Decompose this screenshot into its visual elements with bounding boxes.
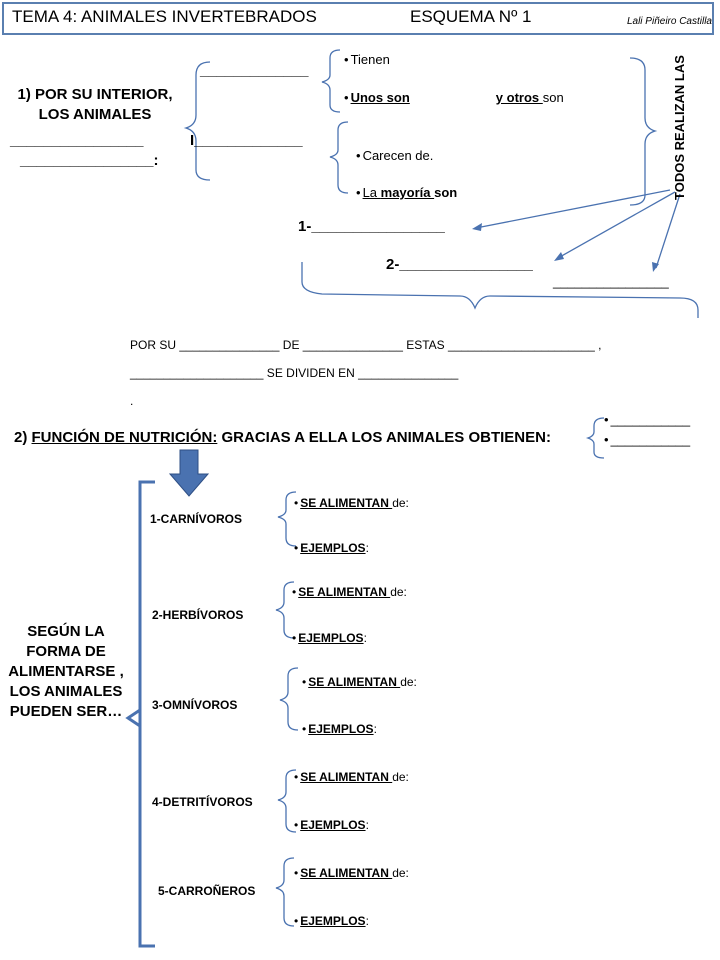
examples-rest: : <box>365 818 369 832</box>
tienen-text: Tienen <box>350 52 390 67</box>
section1-heading-line1: 1) POR SU INTERIOR, <box>17 86 173 103</box>
feeding-label-line: SEGÚN LA <box>27 623 105 640</box>
examples-label: EJEMPLOS <box>298 631 364 645</box>
son2-text: son <box>434 185 458 200</box>
sentence-line1: POR SU _______________ DE ______________… <box>130 338 602 352</box>
feed-label: SE ALIMENTAN <box>300 496 393 510</box>
section2-rest: GRACIAS A ELLA LOS ANIMALES OBTIENEN: <box>217 429 551 446</box>
feed-rest: de: <box>392 496 409 510</box>
group-name: 1-CARNÍVOROS <box>150 512 243 526</box>
feeding-label-line: FORMA DE <box>26 643 106 660</box>
group-feed: SE ALIMENTAN de: <box>294 496 409 510</box>
feeding-label-line: PUEDEN SER… <box>9 703 123 720</box>
item-1: 1-________________ <box>298 218 445 235</box>
group-name: 5-CARROÑEROS <box>158 884 256 898</box>
group-feed: SE ALIMENTAN de: <box>294 866 409 880</box>
examples-label: EJEMPLOS <box>300 541 366 555</box>
feed-label: SE ALIMENTAN <box>308 675 401 689</box>
son-text: son <box>542 90 564 105</box>
examples-rest: : <box>363 631 367 645</box>
examples-label: EJEMPLOS <box>300 914 366 928</box>
examples-rest: : <box>365 541 369 555</box>
feed-rest: de: <box>390 585 407 599</box>
item-3: ________________ <box>553 274 669 289</box>
la-text: La <box>362 185 381 200</box>
feed-rest: de: <box>392 866 409 880</box>
y-otros-text: y otros <box>495 90 543 105</box>
item-2: 2-________________ <box>386 256 533 273</box>
header-box <box>2 2 714 35</box>
group-feed: SE ALIMENTAN de: <box>294 770 409 784</box>
page-title: TEMA 4: ANIMALES INVERTEBRADOS <box>12 7 317 26</box>
group-feed: SE ALIMENTAN de: <box>292 585 407 599</box>
group-examples: EJEMPLOS: <box>292 631 367 645</box>
group-name: 3-OMNÍVOROS <box>152 698 238 712</box>
sentence-line3: . <box>130 394 134 408</box>
feed-label: SE ALIMENTAN <box>300 770 393 784</box>
section2-underlined: FUNCIÓN DE NUTRICIÓN: <box>31 429 218 446</box>
group-examples: EJEMPLOS: <box>294 541 369 555</box>
blank-a: ________________ <box>10 132 144 149</box>
carecen-item: Carecen de. <box>356 148 434 163</box>
carecen-text: Carecen de. <box>362 148 434 163</box>
feed-rest: de: <box>392 770 409 784</box>
scheme-number: ESQUEMA Nº 1 <box>410 7 532 26</box>
nutrition-blank-1-text: ___________ <box>610 412 691 427</box>
group-name: 4-DETRITÍVOROS <box>152 795 253 809</box>
feeding-label: SEGÚN LA FORMA DE ALIMENTARSE , LOS ANIM… <box>4 622 128 722</box>
group-examples: EJEMPLOS: <box>294 818 369 832</box>
unos-son-text: Unos son <box>350 90 410 105</box>
feeding-label-line: ALIMENTARSE , <box>8 663 124 680</box>
group-examples: EJEMPLOS: <box>302 722 377 736</box>
examples-rest: : <box>373 722 377 736</box>
nutrition-blank-1: ___________ <box>604 412 691 427</box>
feed-rest: de: <box>400 675 417 689</box>
examples-rest: : <box>365 914 369 928</box>
feed-label: SE ALIMENTAN <box>300 866 393 880</box>
group-name: 2-HERBÍVOROS <box>152 608 244 622</box>
group-feed: SE ALIMENTAN de: <box>302 675 417 689</box>
mayoria-text: mayoría <box>380 185 435 200</box>
section2-prefix: 2) <box>14 429 32 446</box>
examples-label: EJEMPLOS <box>300 818 366 832</box>
mayoria-item: La mayoría son <box>356 185 458 200</box>
nutrition-blank-2-text: ___________ <box>610 432 691 447</box>
feed-label: SE ALIMENTAN <box>298 585 391 599</box>
todos-realizan-label: TODOS REALIZAN LAS <box>672 55 687 200</box>
group-examples: EJEMPLOS: <box>294 914 369 928</box>
section2-heading: 2) FUNCIÓN DE NUTRICIÓN: GRACIAS A ELLA … <box>14 429 551 446</box>
tienen-item: Tienen <box>344 52 390 67</box>
feeding-label-line: LOS ANIMALES <box>9 683 123 700</box>
blank-right-mid: I_____________ <box>190 132 303 149</box>
nutrition-blank-2: ___________ <box>604 432 691 447</box>
blank-right-top: _____________ <box>200 62 309 79</box>
examples-label: EJEMPLOS <box>308 722 374 736</box>
blank-b: ________________: <box>20 152 159 169</box>
unos-son-item: Unos son y otros son <box>344 90 564 105</box>
section1-heading-line2: LOS ANIMALES <box>38 106 152 123</box>
sentence-line2: ____________________ SE DIVIDEN EN _____… <box>130 366 459 380</box>
author: Lali Piñeiro Castilla <box>626 16 712 27</box>
